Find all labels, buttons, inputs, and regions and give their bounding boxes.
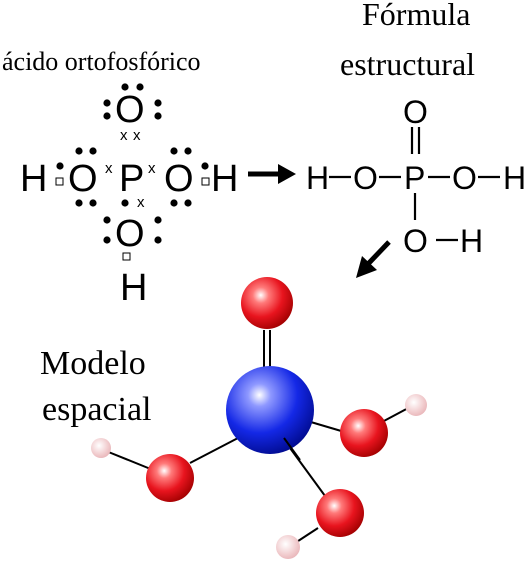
hydrogen-atom [405, 394, 427, 416]
electron-dot [184, 199, 192, 207]
electron-dot [121, 83, 129, 91]
title-right-line1: Fórmula [362, 0, 470, 32]
lewis-oxygen-bottom: O [115, 213, 145, 255]
struct-hydrogen-bottom: H [460, 223, 483, 259]
lewis-structure: O H O P O H O H x x x x x [20, 83, 238, 309]
electron-dot [201, 162, 209, 170]
struct-hydrogen-right: H [503, 160, 526, 196]
electron-dot [154, 236, 162, 244]
oxygen-atom [241, 277, 293, 329]
electron-dot [103, 112, 111, 120]
electron-dot [170, 147, 178, 155]
arrow-right-icon [248, 164, 296, 184]
lewis-hydrogen-bottom: H [120, 267, 147, 309]
electron-dot [154, 99, 162, 107]
electron-dot [103, 236, 111, 244]
structural-formula: O H O P O H O H [306, 94, 526, 259]
model-label-line1: Modelo [40, 345, 146, 382]
electron-dot [75, 199, 83, 207]
lewis-oxygen-left: O [68, 158, 98, 200]
bond-stick [283, 437, 301, 461]
lewis-oxygen-right: O [164, 158, 194, 200]
title-right-line2: estructural [340, 46, 475, 82]
hydrogen-atom [276, 535, 300, 559]
phosphorus-atom [226, 366, 314, 454]
arrow-down-left-icon [356, 240, 391, 278]
struct-oxygen-bottom: O [403, 223, 428, 259]
oxygen-atom [316, 489, 364, 537]
lewis-hydrogen-left: H [20, 158, 47, 200]
lewis-hydrogen-right: H [211, 158, 238, 200]
space-model [91, 277, 427, 559]
hydrogen-electron-square [122, 252, 131, 261]
struct-oxygen-right: O [452, 160, 477, 196]
electron-x-mark: x [120, 127, 128, 144]
electron-x-mark: x [105, 160, 113, 177]
electron-dot [56, 162, 64, 170]
struct-phosphorus: P [404, 160, 425, 196]
struct-oxygen-left: O [353, 160, 378, 196]
bond-stick [189, 437, 239, 464]
electron-x-mark: x [137, 194, 145, 211]
lewis-phosphorus: P [119, 158, 144, 200]
hydrogen-electron-square [201, 177, 210, 186]
oxygen-atom [146, 454, 194, 502]
lewis-oxygen-top: O [115, 89, 145, 131]
hydrogen-atom [91, 438, 111, 458]
model-label-line2: espacial [42, 391, 152, 428]
electron-dot [170, 199, 178, 207]
oxygen-atom [340, 409, 388, 457]
electron-dot [75, 147, 83, 155]
bond-stick [289, 447, 329, 501]
struct-hydrogen-left: H [306, 160, 329, 196]
title-left: ácido ortofosfórico [2, 47, 201, 76]
electron-dot [103, 216, 111, 224]
struct-oxygen-top: O [403, 94, 428, 130]
electron-dot [89, 199, 97, 207]
electron-dot [184, 147, 192, 155]
electron-dot [121, 199, 129, 207]
electron-dot [154, 216, 162, 224]
electron-x-mark: x [148, 160, 156, 177]
electron-x-mark: x [133, 127, 141, 144]
hydrogen-electron-square [55, 177, 64, 186]
electron-dot [154, 112, 162, 120]
electron-dot [136, 83, 144, 91]
electron-dot [103, 99, 111, 107]
electron-dot [89, 147, 97, 155]
